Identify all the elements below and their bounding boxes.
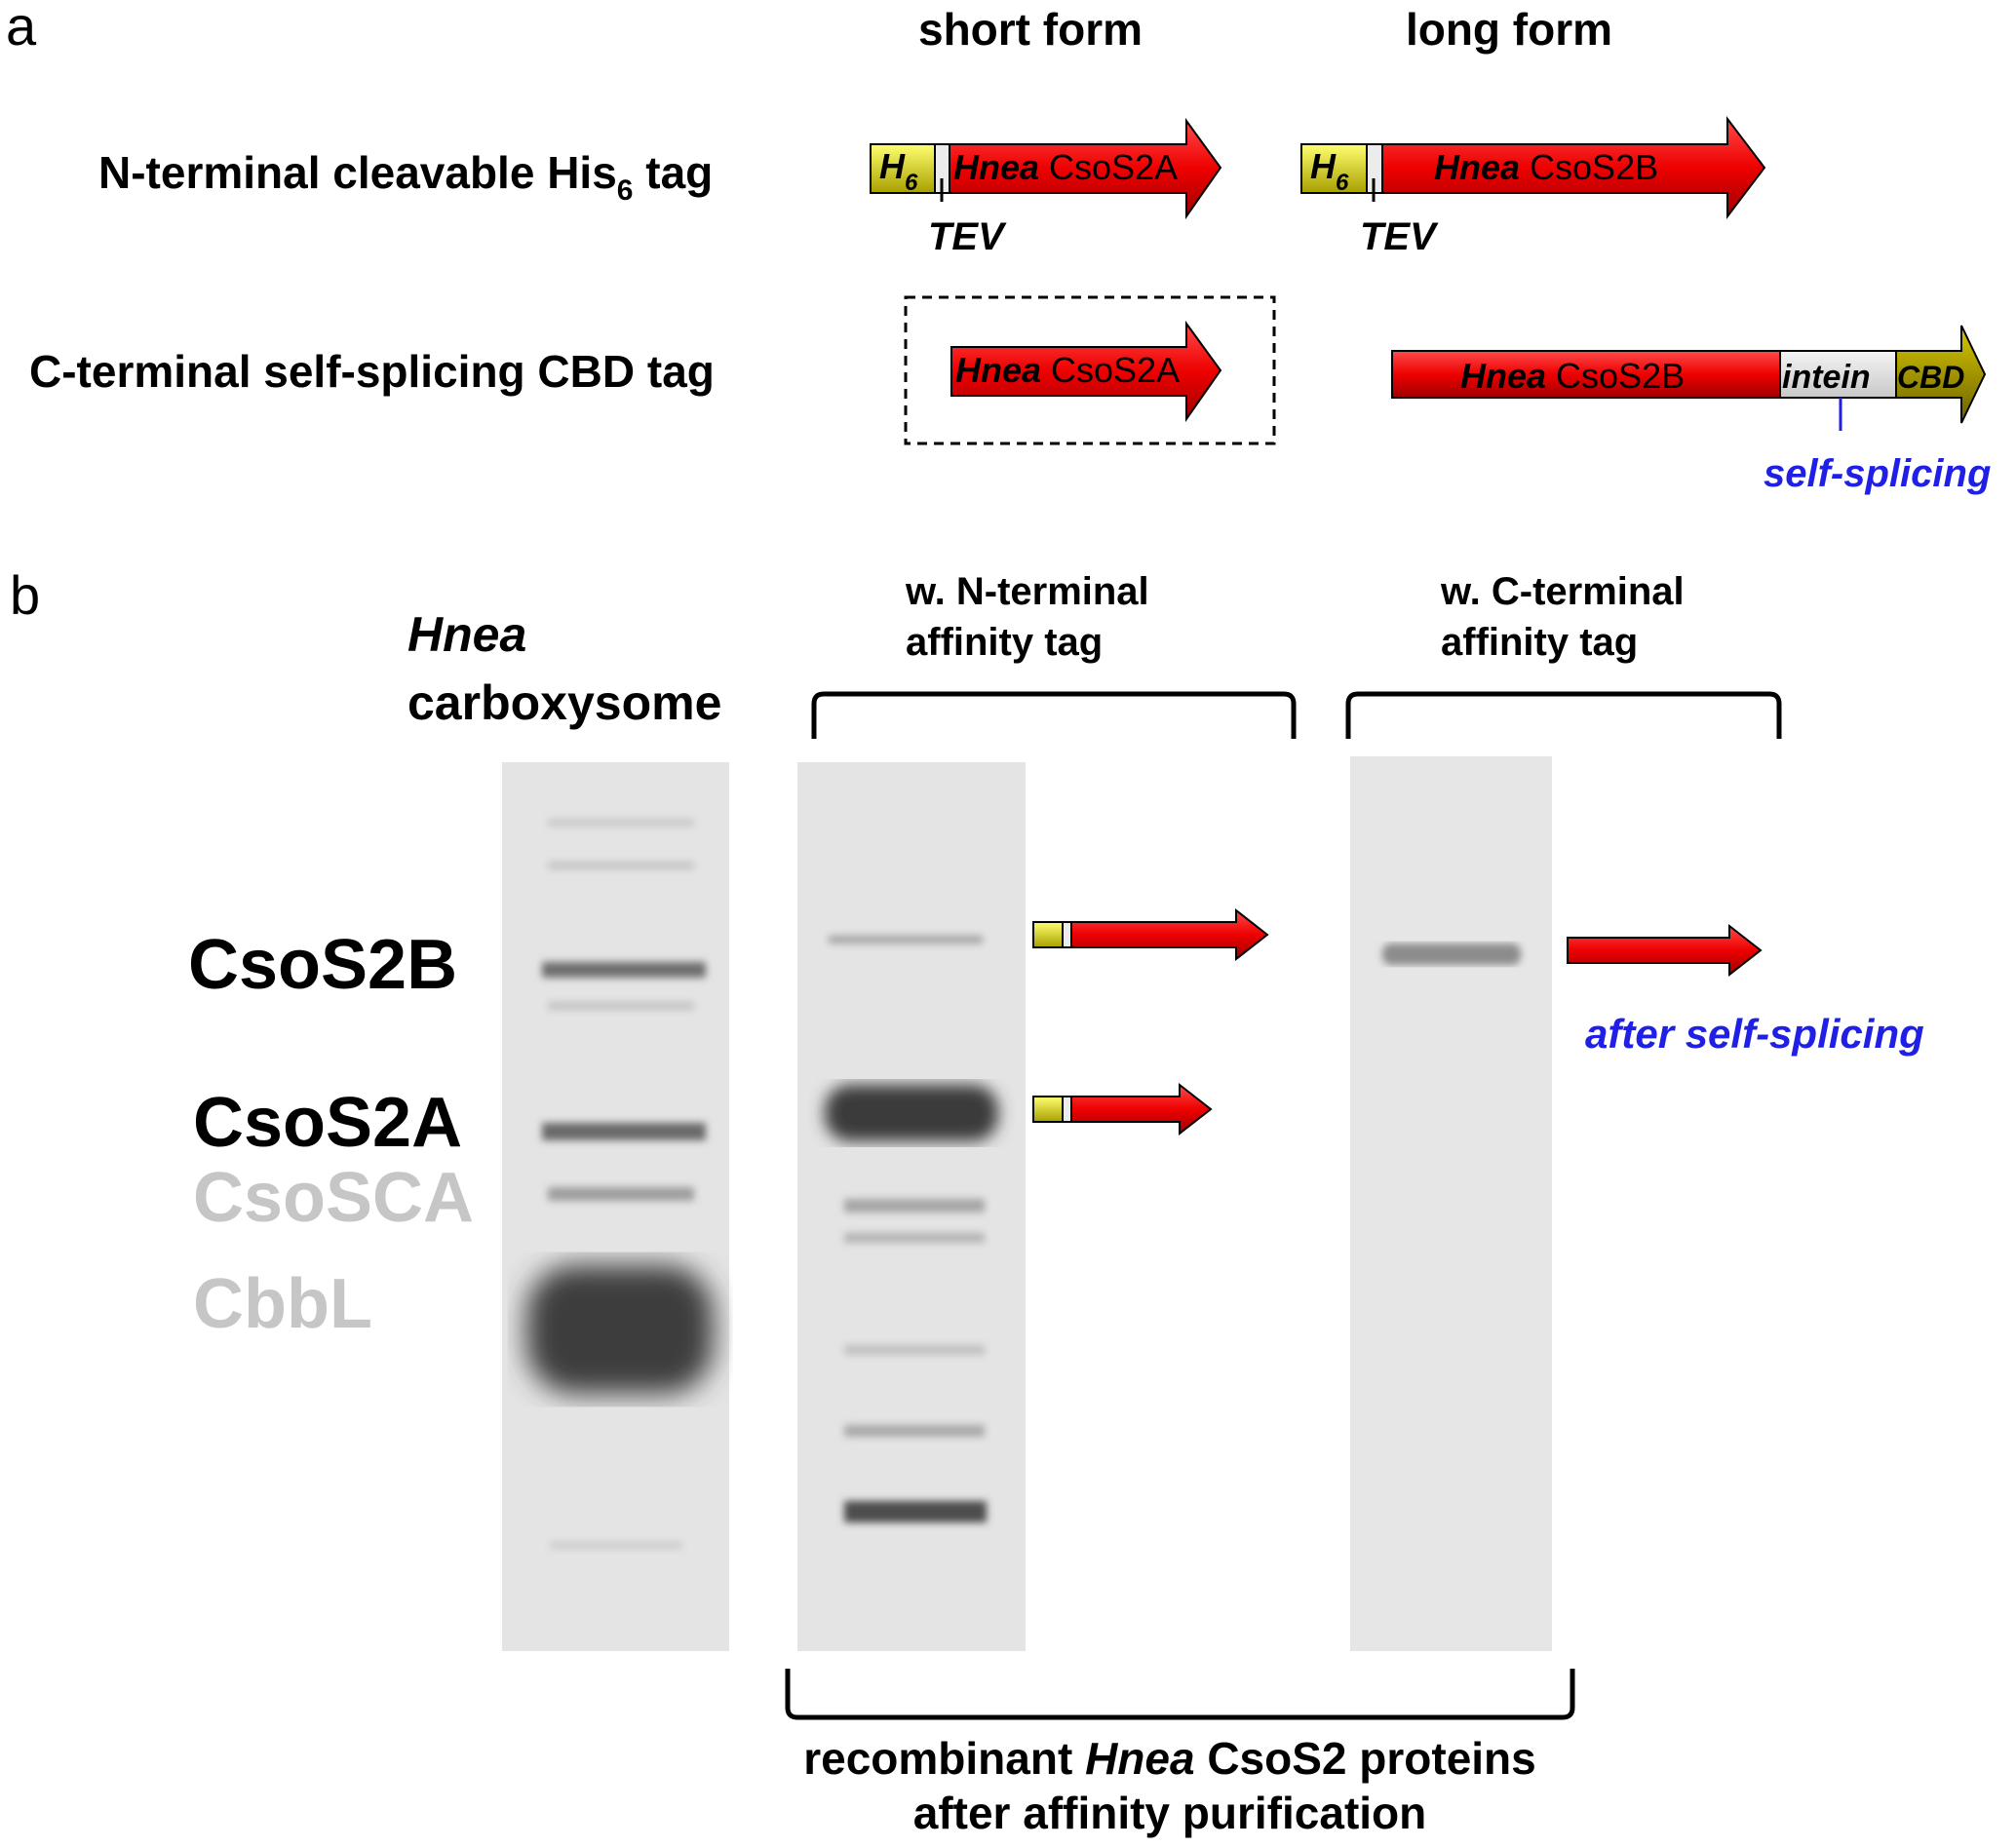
n-terminal-group-title-2: affinity tag bbox=[906, 621, 1103, 664]
after-splicing-arrow bbox=[1567, 923, 1763, 978]
gel-band-csos2b bbox=[1382, 943, 1521, 965]
c-terminal-bracket bbox=[1345, 691, 1782, 739]
his6-tag bbox=[1300, 143, 1368, 194]
recombinant-bracket bbox=[785, 1669, 1575, 1720]
after-self-splicing-label: after self-splicing bbox=[1585, 1011, 1924, 1057]
gel-band bbox=[829, 936, 983, 943]
construct-long-n-terminal: H6 Hnea CsoS2B TEV bbox=[1300, 116, 1766, 258]
tev-site bbox=[1062, 1096, 1072, 1123]
his6-tag bbox=[1032, 1096, 1064, 1123]
tev-site bbox=[1062, 921, 1072, 948]
construct-short-n-terminal: H6 Hnea CsoS2A TEV bbox=[870, 117, 1222, 258]
row-label-n-terminal-subscript: 6 bbox=[617, 174, 634, 207]
gel-band bbox=[548, 819, 694, 827]
protein-arrow bbox=[1070, 907, 1269, 962]
bottom-caption-line-1: recombinant Hnea CsoS2 proteins bbox=[803, 1733, 1536, 1784]
gel-band bbox=[542, 962, 706, 978]
gel-band-csos2a bbox=[825, 1085, 998, 1141]
tev-label: TEV bbox=[1360, 215, 1439, 258]
intein-label: intein bbox=[1782, 359, 1871, 396]
construct-long-c-terminal: Hnea CsoS2B intein CBD self-splicing bbox=[1391, 325, 1991, 495]
panel-b-label: b bbox=[10, 564, 40, 626]
intein-segment bbox=[1779, 350, 1897, 399]
carboxysome-title-species: Hnea bbox=[407, 607, 526, 662]
cbd-arrow bbox=[1895, 325, 1987, 424]
short-form-tagged-arrow bbox=[1032, 1082, 1213, 1136]
gel-band bbox=[548, 1002, 694, 1010]
band-label-cbbl: CbbL bbox=[193, 1265, 372, 1343]
his6-tag-label: H6 bbox=[879, 146, 918, 196]
gel-lane-background bbox=[1350, 756, 1552, 1651]
highlight-box bbox=[904, 295, 1276, 445]
tev-label: TEV bbox=[928, 215, 1007, 258]
gel-band bbox=[548, 862, 694, 869]
his6-tag-label: H6 bbox=[1310, 146, 1349, 196]
gel-band bbox=[844, 1199, 985, 1213]
band-label-csosca: CsoSCA bbox=[193, 1159, 474, 1237]
csos2a-label: Hnea CsoS2A bbox=[955, 350, 1180, 390]
column-header-long-form: long form bbox=[1406, 4, 1612, 55]
his6-tag bbox=[1032, 921, 1064, 948]
csos2b-segment bbox=[1391, 350, 1781, 399]
gel-band-cbbl bbox=[526, 1265, 714, 1394]
row-label-c-terminal: C-terminal self-splicing CBD tag bbox=[29, 346, 715, 397]
carboxysome-title: carboxysome bbox=[407, 675, 721, 730]
gel-band bbox=[844, 1233, 985, 1243]
construct-short-c-terminal: Hnea CsoS2A bbox=[904, 295, 1276, 445]
c-terminal-group-title-2: affinity tag bbox=[1441, 621, 1638, 664]
cbd-label: CBD bbox=[1897, 360, 1964, 395]
row-label-n-terminal: N-terminal cleavable His6 tag bbox=[98, 147, 713, 207]
bottom-caption-line-2: after affinity purification bbox=[913, 1788, 1426, 1838]
n-terminal-group-title-1: w. N-terminal bbox=[905, 570, 1149, 613]
csos2b-label: Hnea CsoS2B bbox=[1460, 356, 1685, 396]
gel-band bbox=[844, 1345, 985, 1355]
gel-band bbox=[542, 1123, 706, 1140]
csos2a-label: Hnea CsoS2A bbox=[953, 147, 1178, 187]
long-form-tagged-arrow bbox=[1032, 907, 1269, 962]
c-terminal-group-title-1: w. C-terminal bbox=[1440, 570, 1685, 613]
row-label-n-terminal-tail: tag bbox=[633, 147, 713, 198]
gel-lane-background bbox=[502, 762, 729, 1651]
gel-band bbox=[550, 1542, 682, 1549]
n-terminal-bracket bbox=[811, 691, 1297, 739]
gel-lane-c-terminal bbox=[1350, 756, 1552, 1651]
panel-a-label: a bbox=[6, 0, 37, 57]
protein-arrow bbox=[1070, 1082, 1213, 1136]
gel-band bbox=[844, 1501, 987, 1522]
band-label-csos2b: CsoS2B bbox=[188, 926, 457, 1004]
gel-lane-n-terminal bbox=[797, 762, 1026, 1651]
self-splicing-label: self-splicing bbox=[1764, 452, 1991, 495]
gel-lane-carboxysome bbox=[502, 762, 729, 1651]
gel-band bbox=[844, 1425, 985, 1437]
band-label-csos2a: CsoS2A bbox=[193, 1084, 462, 1162]
csos2a-arrow bbox=[950, 320, 1222, 423]
csos2a-arrow bbox=[949, 117, 1222, 220]
column-header-short-form: short form bbox=[918, 4, 1143, 55]
row-label-n-terminal-text: N-terminal cleavable His bbox=[98, 147, 617, 198]
csos2b-arrow bbox=[1381, 116, 1766, 219]
gel-band bbox=[548, 1187, 694, 1201]
csos2b-label: Hnea CsoS2B bbox=[1434, 147, 1658, 187]
